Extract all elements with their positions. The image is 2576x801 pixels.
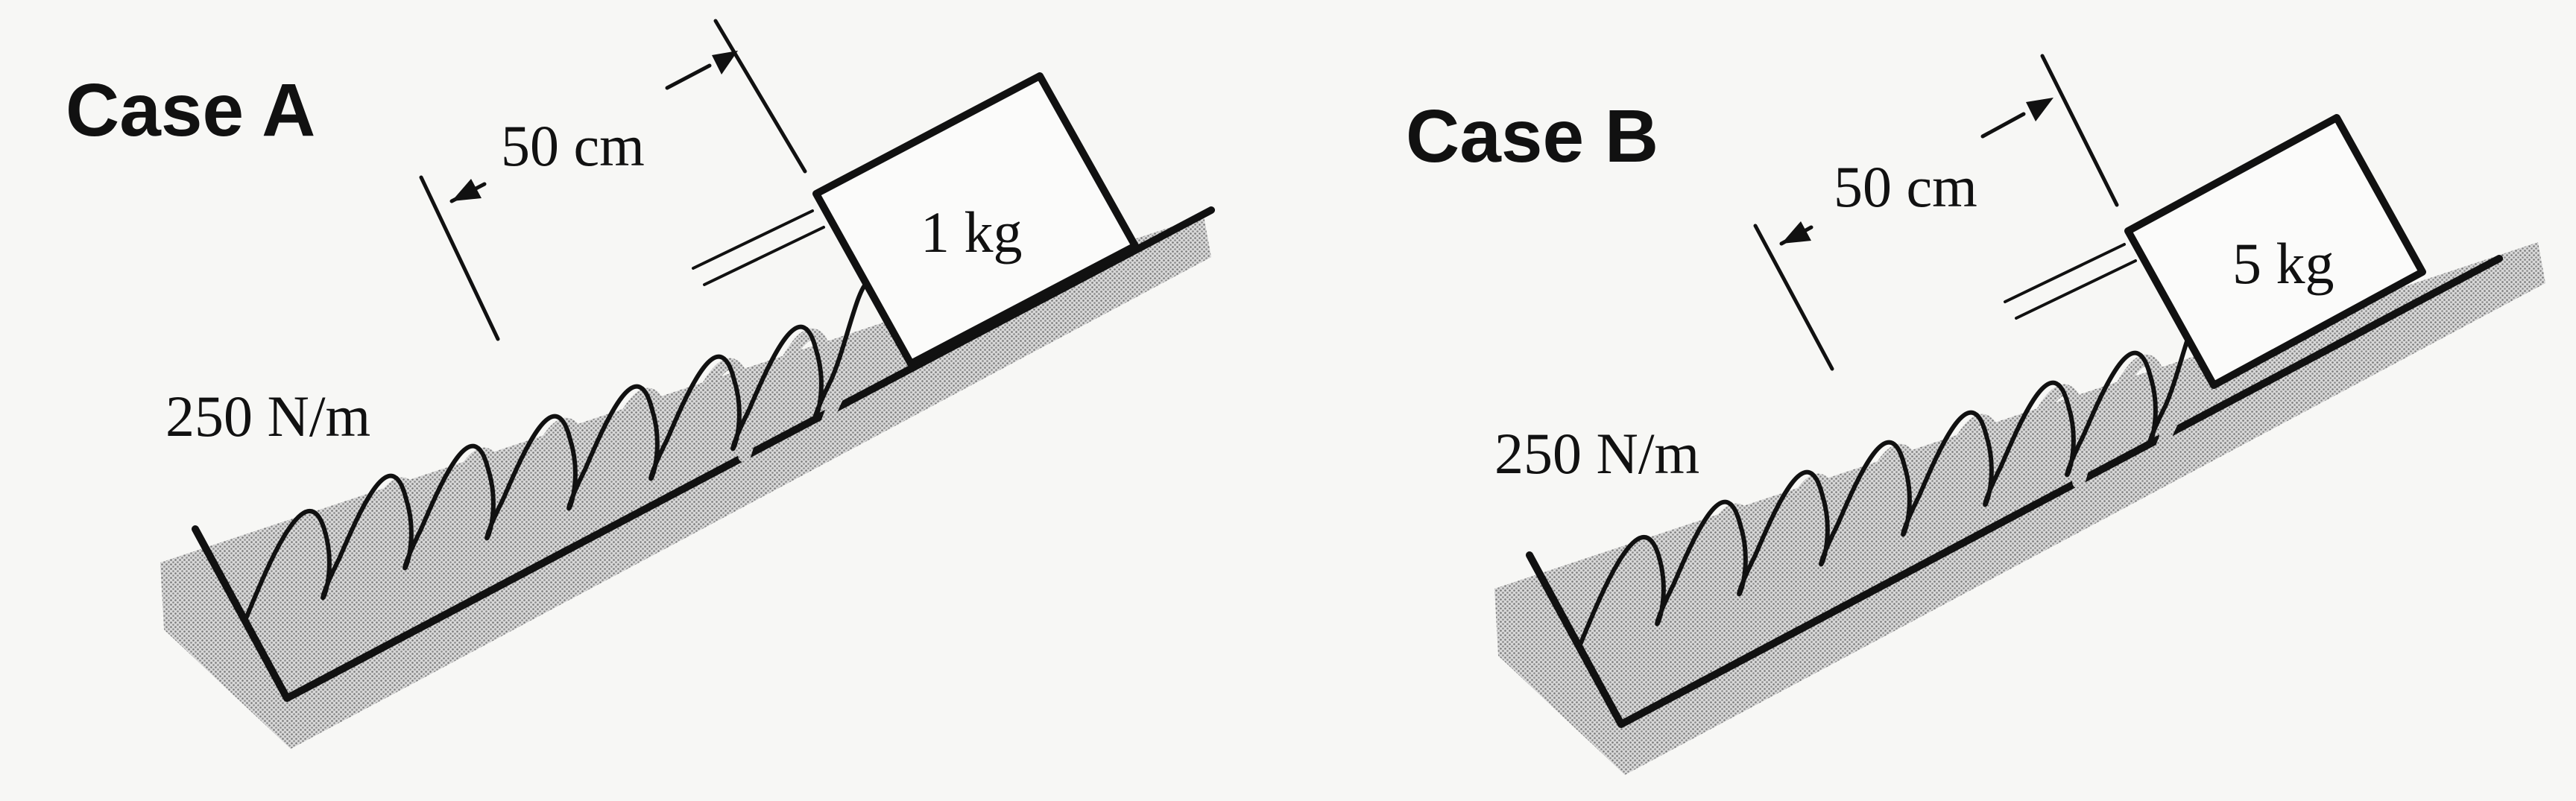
case-a-panel: Case A 1 kg 50 cm 250 N/m (66, 19, 1215, 749)
case-a-displacement-label: 50 cm (501, 113, 645, 178)
case-a-mass-label: 1 kg (921, 200, 1023, 265)
case-a-dimension-start (419, 175, 500, 341)
case-b-dimension-end (2040, 54, 2119, 207)
case-b-panel: Case B 5 kg 50 cm 250 N/m (1406, 54, 2545, 775)
case-a-title: Case A (66, 69, 315, 152)
case-b-spring-constant-label: 250 N/m (1494, 421, 1699, 486)
case-b-arrow-left (1781, 221, 1811, 244)
case-b-mass-label: 5 kg (2232, 231, 2334, 296)
case-b-spring (1585, 354, 2182, 655)
case-a-incline (192, 206, 1215, 702)
case-b-displacement-label: 50 cm (1834, 154, 1977, 219)
case-a-spring (251, 328, 848, 629)
case-a-spring-constant-label: 250 N/m (165, 384, 370, 449)
case-a-dimension-end (713, 19, 807, 174)
case-b-arrow-right (2026, 98, 2053, 121)
case-a-arrow-right (712, 51, 738, 75)
case-a-block (812, 72, 1139, 367)
case-b-block (2124, 114, 2426, 389)
case-b-dimension-start (1753, 224, 1834, 371)
case-b-incline (1526, 255, 2503, 728)
case-b-title: Case B (1406, 95, 1658, 178)
case-a-arrow-left (452, 179, 482, 201)
